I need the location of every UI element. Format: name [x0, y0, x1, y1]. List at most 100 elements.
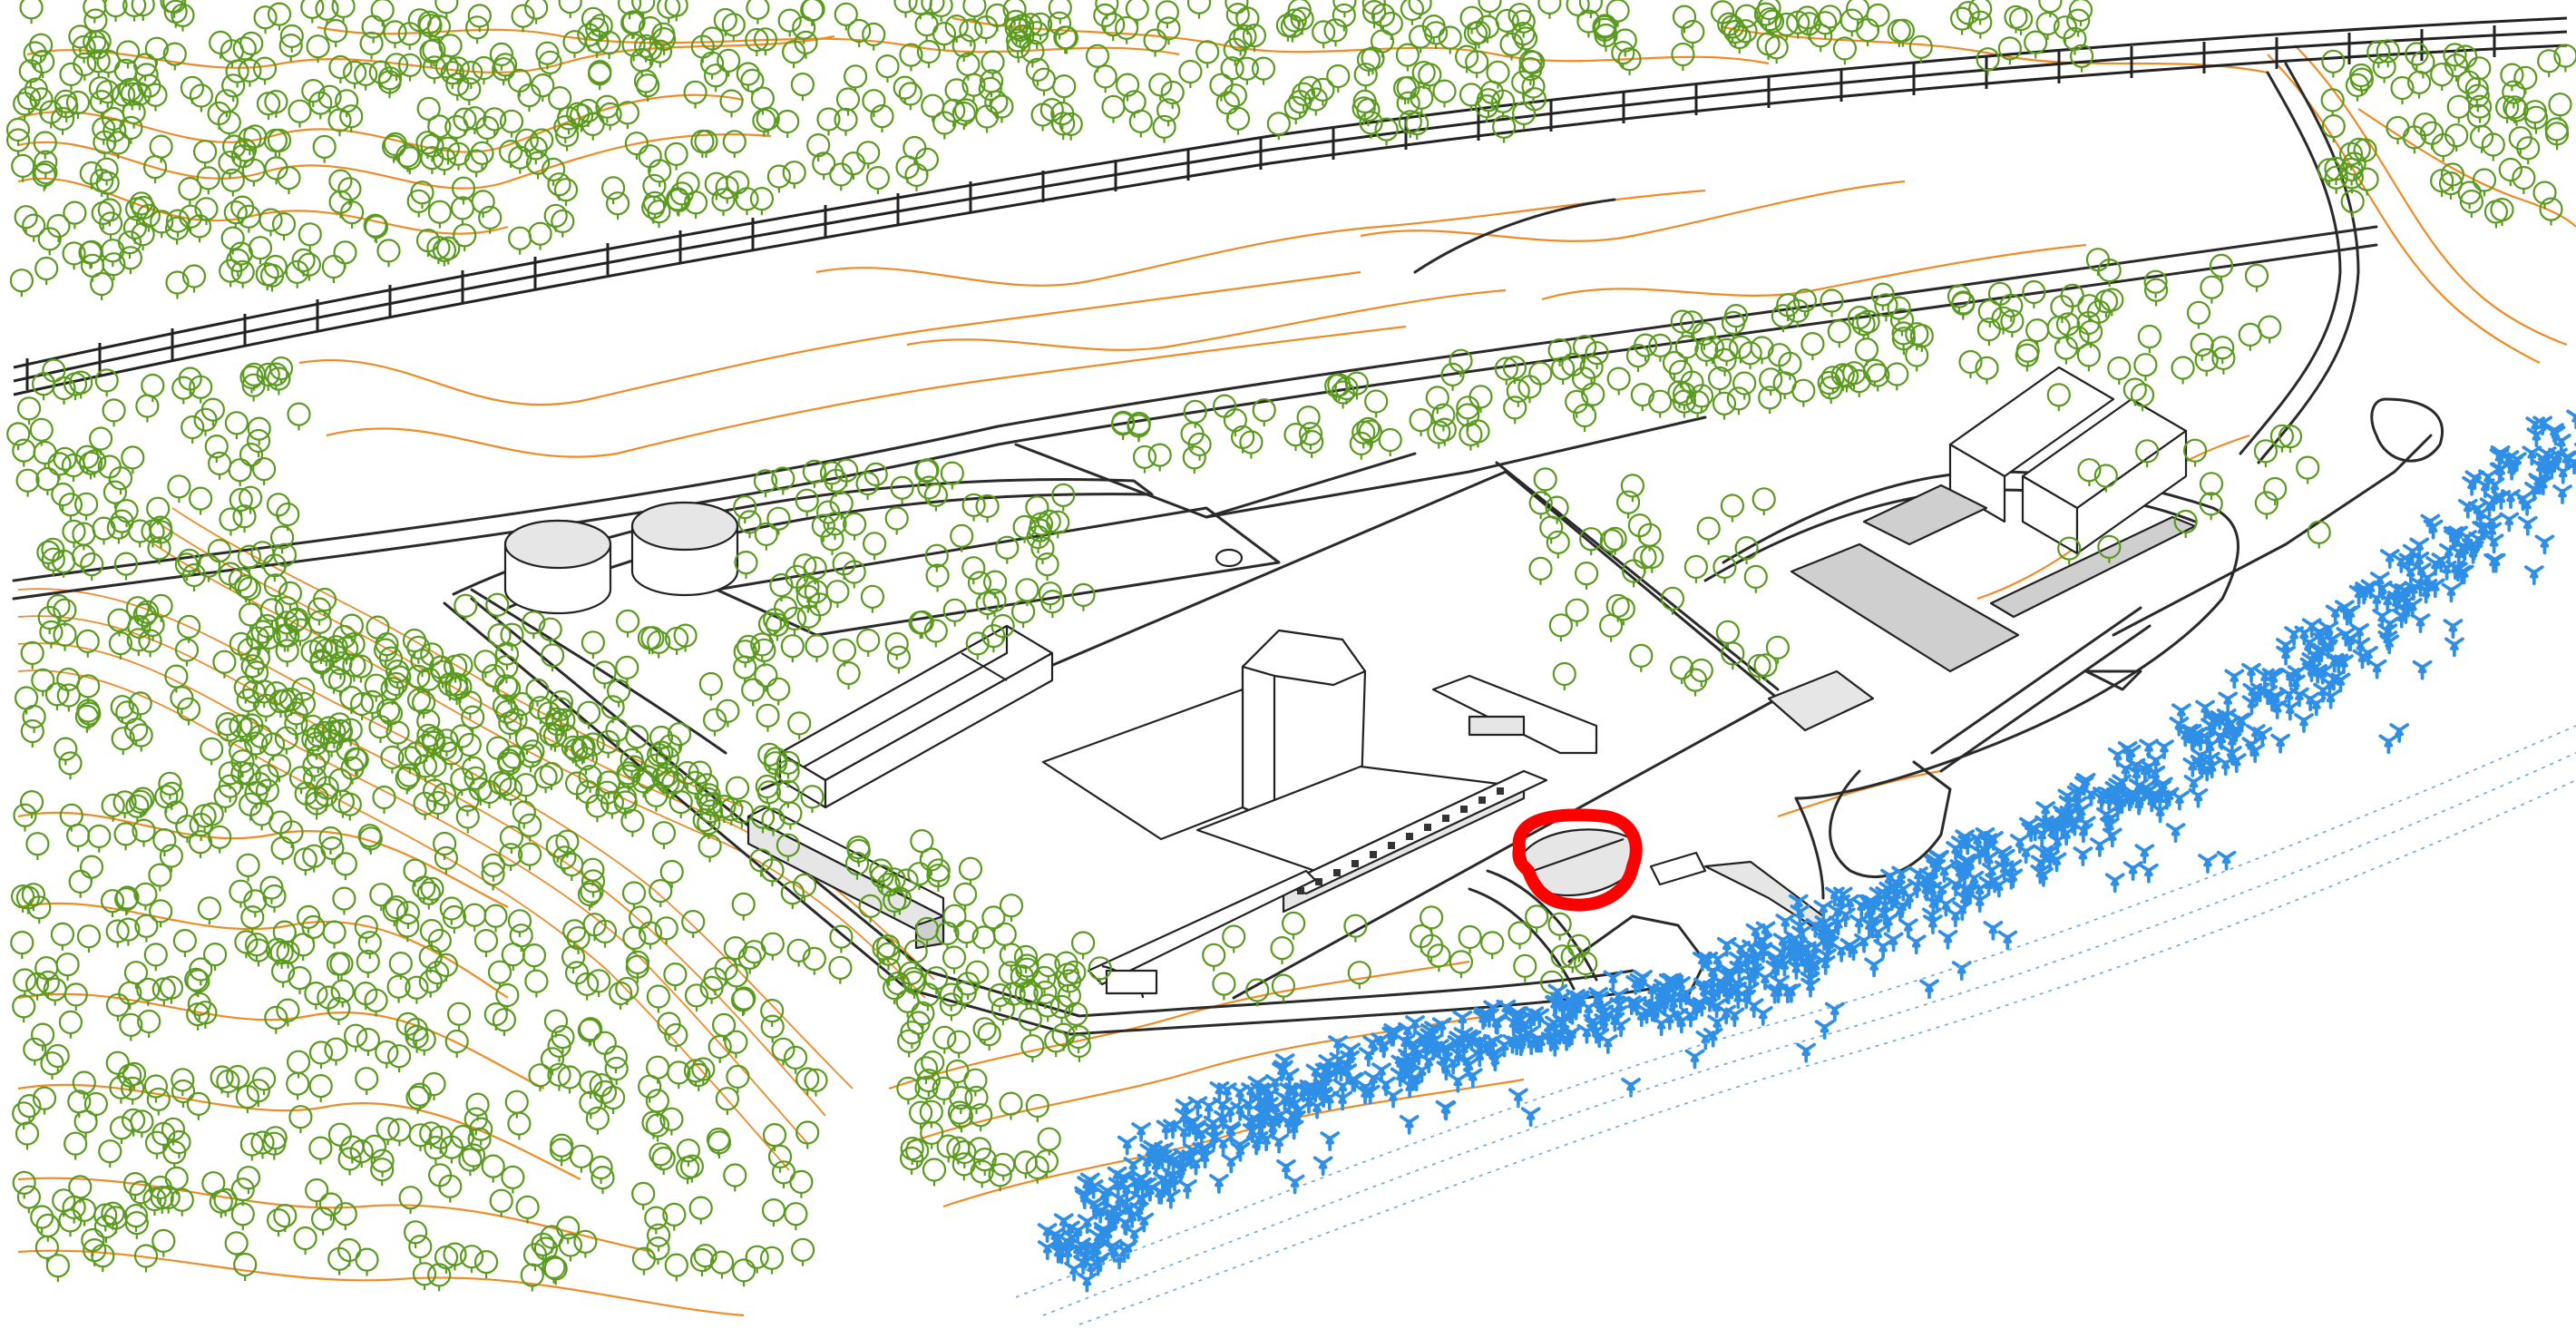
tree-icon	[910, 610, 934, 639]
tree-icon	[224, 1231, 249, 1260]
tree-icon	[921, 93, 945, 122]
tree-icon	[2133, 353, 2158, 382]
tree-icon	[16, 1185, 42, 1214]
tree-icon	[731, 1258, 756, 1287]
tree-icon	[702, 708, 727, 737]
tree-icon	[794, 30, 818, 59]
tree-icon	[6, 422, 31, 451]
tree-icon	[238, 58, 262, 87]
tetrapod-icon	[2134, 844, 2155, 865]
tree-icon	[709, 1250, 735, 1279]
tetrapod-icon	[2104, 873, 2125, 894]
tree-icon	[397, 22, 422, 51]
tetrapod-icon	[1824, 1002, 1845, 1022]
tree-icon	[511, 4, 535, 33]
tetrapod-icon	[1312, 1156, 1333, 1177]
tree-icon	[723, 1163, 747, 1192]
tree-icon	[1071, 582, 1096, 611]
tree-icon	[787, 711, 812, 740]
tree-icon	[355, 1067, 379, 1096]
tree-icon	[300, 0, 325, 24]
tree-icon	[974, 15, 999, 44]
tree-icon	[19, 0, 44, 24]
tree-icon	[697, 811, 721, 840]
tree-icon	[209, 30, 233, 59]
tree-icon	[2548, 93, 2572, 122]
tetrapod-icon	[1399, 1115, 1420, 1135]
tree-icon	[252, 457, 277, 486]
tree-icon	[648, 159, 672, 188]
tetrapod-icon	[1849, 914, 1869, 934]
tree-icon	[165, 270, 190, 299]
tree-icon	[725, 776, 750, 805]
tree-icon	[1751, 487, 1776, 516]
tree-icon	[2200, 275, 2224, 304]
tree-icon	[453, 223, 477, 252]
tree-icon	[1378, 427, 1402, 456]
tree-icon	[524, 969, 549, 998]
tree-icon	[447, 1002, 472, 1031]
tree-icon	[424, 1135, 448, 1165]
main-hall	[1282, 769, 1548, 914]
tree-icon	[45, 1254, 71, 1283]
tree-icon	[203, 942, 228, 972]
tree-icon	[761, 1197, 786, 1227]
tree-icon	[15, 1121, 40, 1150]
tree-icon	[483, 904, 508, 933]
main-tower	[1241, 629, 1367, 832]
tree-icon	[835, 87, 861, 116]
tree-icon	[1606, 366, 1631, 396]
tree-icon	[781, 40, 806, 69]
tetrapod-icon	[1752, 1006, 1773, 1026]
tree-icon	[829, 162, 854, 191]
tree-icon	[152, 827, 177, 857]
tree-icon	[1025, 57, 1050, 86]
tree-icon	[543, 1009, 569, 1038]
tetrapod-icon	[2102, 827, 2122, 848]
tetrapod-icon	[2400, 563, 2421, 584]
tree-icon	[15, 468, 40, 497]
tree-icon	[270, 836, 295, 865]
tree-icon	[1312, 20, 1336, 49]
tree-icon	[940, 461, 964, 490]
tetrapod-icon	[1831, 943, 1851, 963]
tree-icon	[578, 1017, 603, 1046]
tree-icon	[952, 882, 978, 911]
tree-icon	[454, 593, 478, 622]
storage-tank-left	[503, 519, 612, 615]
tree-icon	[1743, 564, 1768, 593]
tree-icon	[167, 474, 191, 503]
tree-icon	[508, 226, 532, 255]
tree-icon	[698, 834, 722, 863]
tetrapod-icon	[1134, 1212, 1155, 1233]
tree-icon	[942, 904, 967, 933]
tree-icon	[924, 966, 949, 995]
tree-icon	[1222, 924, 1246, 953]
tree-icon	[213, 784, 238, 813]
tree-icon	[977, 1021, 1001, 1051]
tetrapod-icon	[2218, 691, 2239, 712]
tree-icon	[587, 62, 612, 91]
tree-icon	[102, 398, 126, 427]
tree-icon	[517, 83, 542, 112]
tree-icon	[766, 677, 791, 706]
tree-icon	[749, 187, 775, 216]
tree-icon	[162, 1140, 187, 1169]
tree-icon	[1326, 64, 1351, 93]
tree-icon	[15, 686, 39, 715]
tree-icon	[1425, 386, 1449, 415]
tetrapod-icon	[1684, 1049, 1705, 1070]
tree-icon	[942, 945, 967, 974]
tree-icon	[58, 1208, 83, 1237]
tree-icon	[1182, 445, 1206, 474]
tree-icon	[20, 640, 44, 669]
tree-icon	[1486, 60, 1510, 89]
tree-icon	[890, 475, 914, 504]
tree-icon	[297, 904, 321, 933]
tree-icon	[1528, 556, 1553, 585]
tree-icon	[15, 885, 41, 914]
tree-icon	[509, 923, 533, 953]
tree-icon	[100, 889, 125, 918]
tree-icon	[790, 72, 815, 102]
tree-icon	[221, 73, 246, 103]
